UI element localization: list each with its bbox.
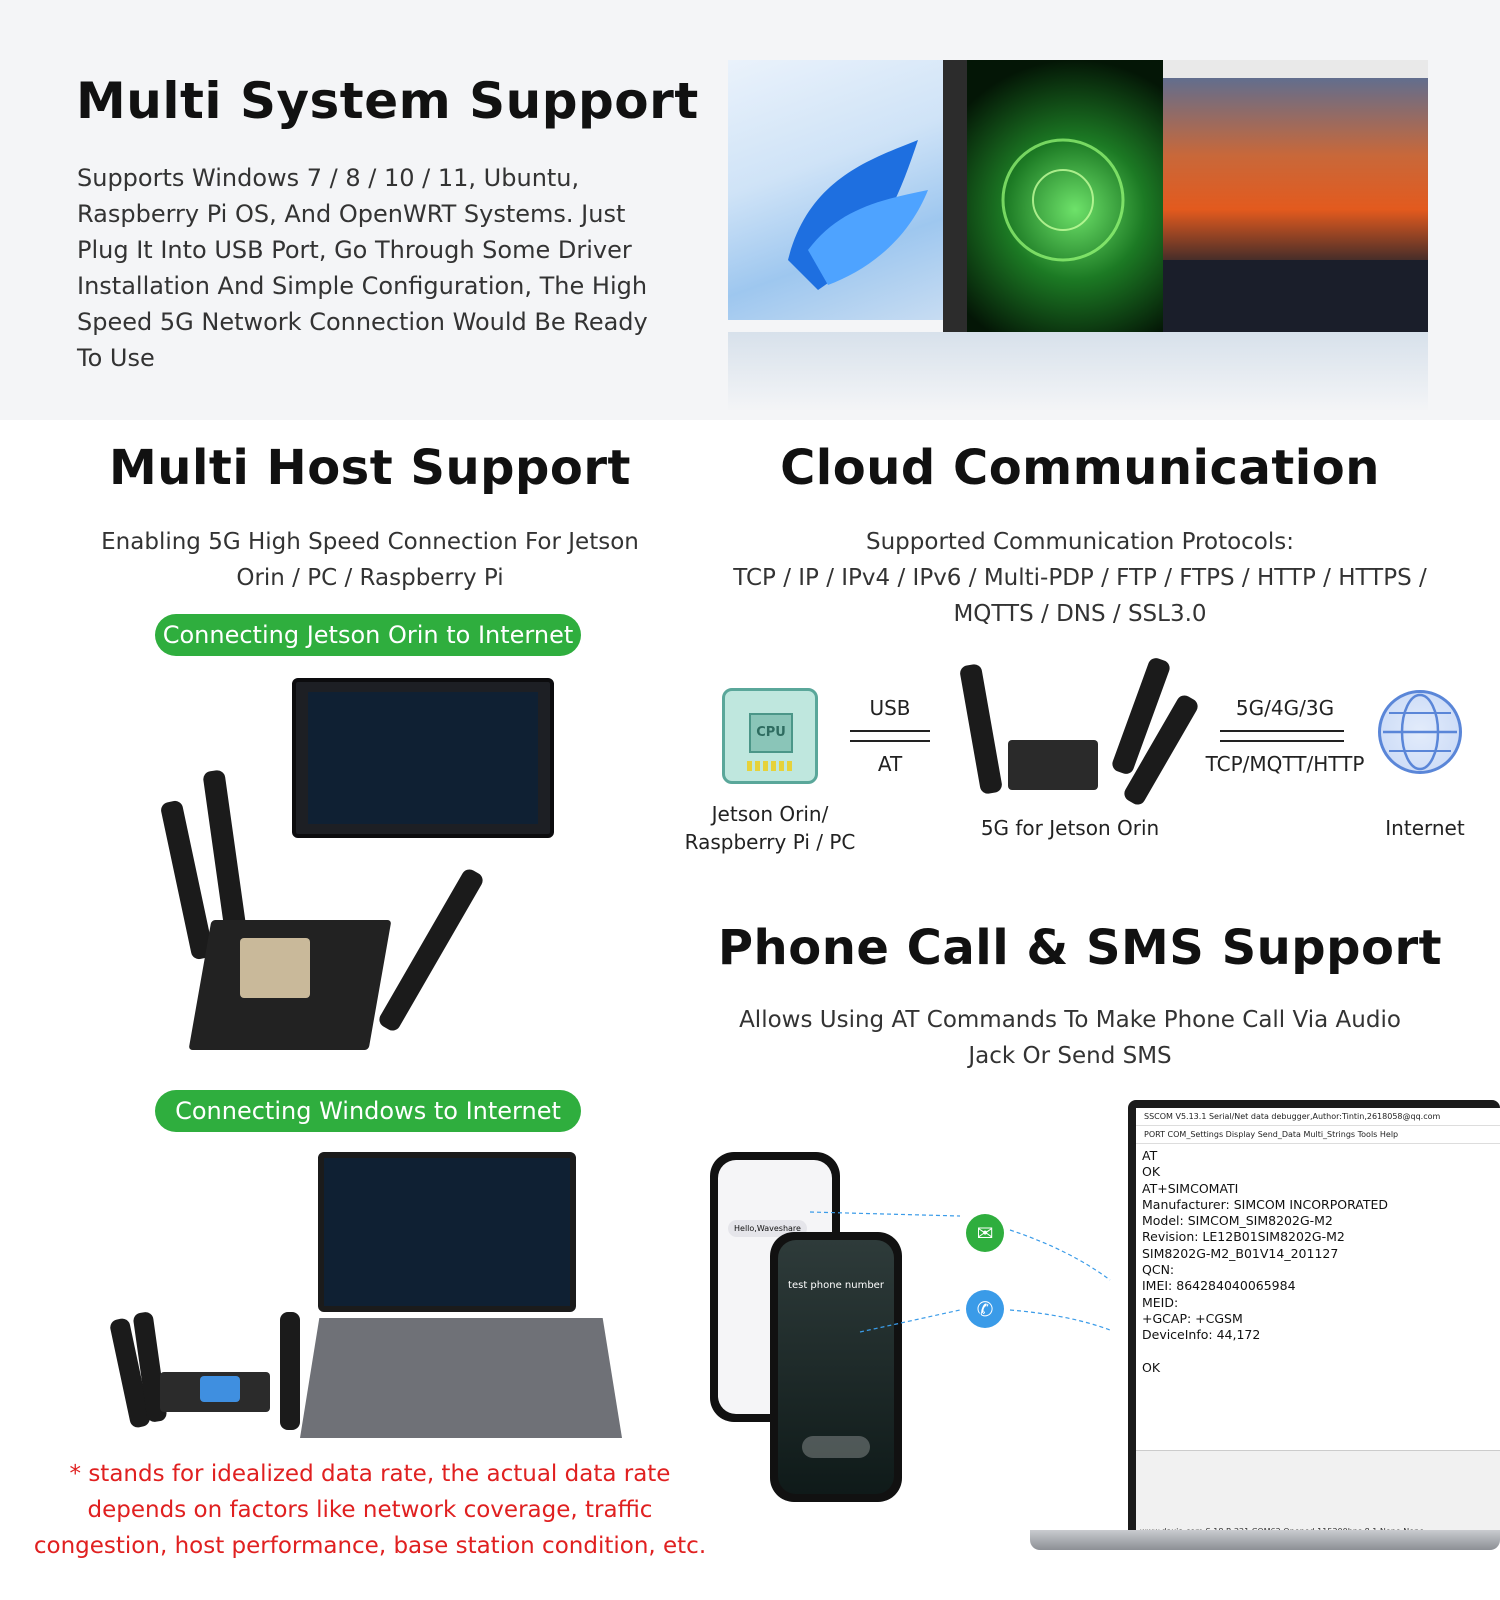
laptop-screen — [318, 1152, 576, 1312]
laptop-keyboard — [300, 1318, 622, 1438]
laptop-lip — [1030, 1530, 1500, 1550]
jetson-monitor — [292, 678, 554, 838]
heatsink — [200, 1376, 240, 1402]
link1-bottom-label: AT — [877, 752, 903, 776]
terminal-menu: PORT COM_Settings Display Send_Data Mult… — [1136, 1126, 1500, 1144]
phone-sms-subtitle: Allows Using AT Commands To Make Phone C… — [739, 1007, 1401, 1069]
os-screenshots — [728, 60, 1428, 420]
terminal-line: Revision: LE12B01SIM8202G-M2 — [1142, 1229, 1345, 1245]
terminal-titlebar: SSCOM V5.13.1 Serial/Net data debugger,A… — [1136, 1108, 1500, 1126]
cloud-protocols: TCP / IP / IPv4 / IPv6 / Multi-PDP / FTP… — [733, 565, 1427, 627]
terminal-line: QCN: — [1142, 1262, 1175, 1278]
caller-text: test phone number — [788, 1280, 884, 1291]
pill-jetson: Connecting Jetson Orin to Internet — [155, 614, 581, 656]
terminal-controls: www.daxia.com S:18 R:221 COM62 Opened 11… — [1136, 1450, 1500, 1540]
arrow-right — [1220, 740, 1344, 742]
cloud-title: Cloud Communication — [780, 440, 1380, 496]
ubuntu-desktop-image — [943, 60, 1163, 332]
node-internet-label: Internet — [1385, 816, 1465, 840]
link2-top-label: 5G/4G/3G — [1235, 696, 1335, 720]
antenna — [280, 1312, 300, 1430]
screens-reflection — [728, 332, 1428, 412]
terminal-line: Manufacturer: SIMCOM INCORPORATED — [1142, 1196, 1389, 1212]
terminal-line: MEID: — [1142, 1294, 1179, 1310]
slide-to-answer — [802, 1436, 870, 1458]
terminal-line: AT+SIMCOMATI — [1142, 1180, 1239, 1196]
antenna — [159, 799, 215, 961]
terminal-line: DeviceInfo: 44,172 — [1142, 1327, 1261, 1343]
arrow-left — [850, 730, 930, 732]
multi-system-title: Multi System Support — [76, 72, 699, 130]
cloud-subtitle-line1: Supported Communication Protocols: — [866, 529, 1294, 555]
signal-lines — [810, 1211, 1111, 1333]
phone-sms-title: Phone Call & SMS Support — [717, 920, 1443, 976]
terminal-line: IMEI: 864284040065984 — [1142, 1278, 1296, 1294]
multi-system-section: Multi System Support Supports Windows 7 … — [0, 0, 1500, 420]
terminal-line: AT — [1142, 1148, 1158, 1163]
call-icon: ✆ — [966, 1290, 1004, 1328]
terminal-line: Model: SIMCOM_SIM8202G-M2 — [1142, 1213, 1333, 1229]
terminal-line: OK — [1142, 1359, 1161, 1375]
pill-windows: Connecting Windows to Internet — [155, 1090, 581, 1132]
link1-top-label: USB — [869, 696, 911, 720]
terminal-line: +GCAP: +CGSM — [1142, 1310, 1243, 1326]
cpu-label: CPU — [749, 713, 793, 753]
5g-module — [240, 938, 310, 998]
globe-icon — [1378, 690, 1462, 774]
multi-host-subtitle: Enabling 5G High Speed Connection For Je… — [101, 529, 639, 591]
windows-desktop-image — [728, 60, 943, 320]
sms-icon: ✉ — [966, 1214, 1004, 1252]
terminal-line: OK — [1142, 1164, 1161, 1180]
multi-system-description: Supports Windows 7 / 8 / 10 / 11, Ubuntu… — [77, 164, 648, 372]
node-host-label: Jetson Orin/ Raspberry Pi / PC — [684, 802, 856, 854]
terminal-line — [1142, 1344, 1494, 1360]
antenna — [376, 866, 486, 1034]
node-5g-label: 5G for Jetson Orin — [980, 816, 1160, 840]
link2-bottom-label: TCP/MQTT/HTTP — [1205, 752, 1365, 776]
cpu-icon: CPU — [722, 688, 818, 784]
antenna — [202, 769, 248, 941]
terminal-line: SIM8202G-M2_B01V14_201127 — [1142, 1245, 1339, 1261]
raspberry-pi-desktop-image — [1163, 60, 1428, 332]
multi-host-title: Multi Host Support — [109, 440, 631, 496]
data-rate-note: * stands for idealized data rate, the ac… — [33, 1461, 707, 1559]
call-phone: test phone number — [770, 1232, 902, 1502]
arrow-right — [850, 740, 930, 742]
sscom-terminal-window: SSCOM V5.13.1 Serial/Net data debugger,A… — [1128, 1100, 1500, 1540]
arrow-left — [1220, 730, 1344, 732]
